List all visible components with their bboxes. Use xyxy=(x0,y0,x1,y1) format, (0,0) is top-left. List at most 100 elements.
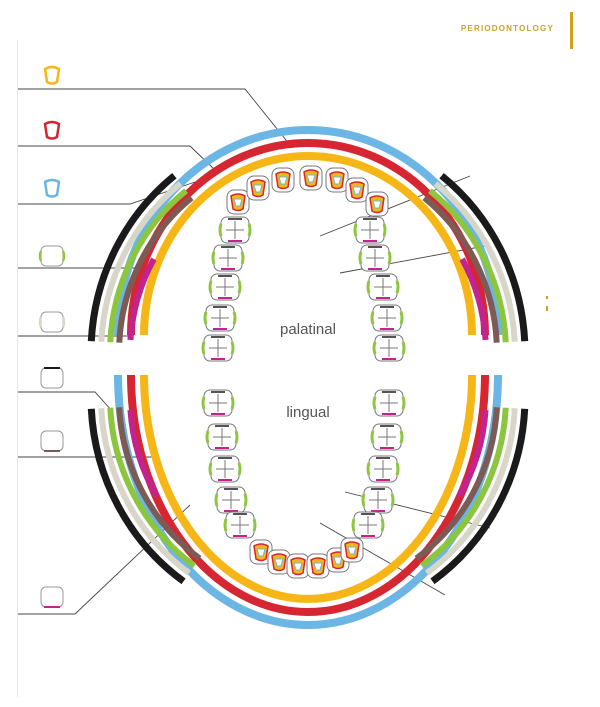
tooth-green-mark xyxy=(395,280,400,294)
upper-anterior-tooth xyxy=(325,167,349,193)
tooth-shape xyxy=(40,367,64,389)
lower-right-black-band xyxy=(430,408,529,585)
lower-right-brown-band xyxy=(414,407,500,561)
lower-right-molar xyxy=(361,486,395,514)
lower-right-magenta-band xyxy=(456,409,489,499)
tooth-core xyxy=(233,198,243,207)
lower-right-beige-band xyxy=(424,408,518,576)
leader-red xyxy=(18,145,216,171)
tooth-green-mark xyxy=(214,493,219,507)
upper-right-green-band xyxy=(428,188,509,343)
upper-anterior-tooth xyxy=(345,177,369,203)
legend-red-crown-icon xyxy=(43,120,61,140)
legend-blue-crown-icon xyxy=(43,178,61,198)
leader-right-upper-1 xyxy=(319,175,471,237)
tooth-green-mark xyxy=(208,280,213,294)
tooth-green-mark xyxy=(370,430,375,444)
lower-left-green-band xyxy=(107,407,197,569)
tooth-color-mark xyxy=(61,316,66,328)
upper-left-molar xyxy=(203,304,237,332)
tooth-green-mark xyxy=(230,396,235,410)
tooth-core xyxy=(253,184,263,193)
crown-shape xyxy=(43,120,61,140)
arch-bands xyxy=(87,126,529,629)
tooth-color-mark xyxy=(38,316,43,328)
upper-left-beige-band xyxy=(98,181,183,342)
lower-right-molar xyxy=(366,455,400,483)
upper-left-brown-band xyxy=(116,195,194,343)
tooth-green-mark xyxy=(237,462,242,476)
lower-left-beige-band xyxy=(98,408,192,576)
upper-left-green-band xyxy=(107,188,188,343)
upper-left-molar xyxy=(201,334,235,362)
tooth-green-mark xyxy=(247,223,252,237)
lower-left-molar xyxy=(214,486,248,514)
upper-right-black-band xyxy=(439,172,529,342)
tooth-green-mark xyxy=(232,311,237,325)
crown-shape xyxy=(43,178,61,198)
tooth-green-mark xyxy=(387,251,392,265)
leader-right-lower-2 xyxy=(319,522,446,596)
tooth-core xyxy=(347,546,357,555)
lingual-label: lingual xyxy=(286,404,329,421)
tooth-green-mark xyxy=(201,341,206,355)
tooth-green-mark xyxy=(380,518,385,532)
tooth-shape xyxy=(40,586,64,608)
lower-anterior-tooth xyxy=(249,539,273,565)
upper-anterior-tooth xyxy=(299,165,323,191)
tooth-green-mark xyxy=(237,280,242,294)
tooth-core xyxy=(333,556,343,565)
page-edge xyxy=(17,40,18,697)
tooth-green-mark xyxy=(395,462,400,476)
leader-yellow xyxy=(18,88,291,146)
upper-left-molar xyxy=(208,273,242,301)
upper-right-molar xyxy=(353,216,387,244)
tooth-green-mark xyxy=(208,462,213,476)
tooth-green-mark xyxy=(203,311,208,325)
lower-left-brown-band xyxy=(116,407,202,561)
upper-left-magenta-band xyxy=(127,257,157,341)
tooth-core xyxy=(352,186,362,195)
section-title: PERIODONTOLOGY xyxy=(460,24,554,33)
tooth-green-mark xyxy=(390,493,395,507)
lower-left-molar xyxy=(223,511,257,539)
upper-yellow-band xyxy=(140,152,476,336)
upper-right-molar xyxy=(370,304,404,332)
tooth-green-mark xyxy=(399,311,404,325)
tooth-green-mark xyxy=(230,341,235,355)
legend-black-tooth-icon xyxy=(40,367,64,389)
upper-right-molar xyxy=(366,273,400,301)
lower-left-molar xyxy=(205,423,239,451)
tooth-green-mark xyxy=(361,493,366,507)
margin-mark xyxy=(546,296,548,299)
tooth-green-mark xyxy=(223,518,228,532)
tooth-core xyxy=(372,200,382,209)
tooth-green-mark xyxy=(201,396,206,410)
tooth-core xyxy=(332,176,342,185)
tooth-green-mark xyxy=(211,251,216,265)
tooth-green-mark xyxy=(252,518,257,532)
legend-beige-tooth-icon xyxy=(38,311,66,333)
lower-left-magenta-band xyxy=(127,409,160,499)
tooth-green-mark xyxy=(353,223,358,237)
upper-anterior-tooth xyxy=(226,189,250,215)
lower-right-molar xyxy=(370,423,404,451)
tooth-core xyxy=(278,176,288,185)
tooth-green-mark xyxy=(366,280,371,294)
legend-icons xyxy=(38,65,66,608)
tooth-green-mark xyxy=(382,223,387,237)
upper-right-magenta-band xyxy=(459,257,489,341)
tooth-green-mark xyxy=(218,223,223,237)
tooth-green-mark xyxy=(366,462,371,476)
tooth-green-mark xyxy=(351,518,356,532)
upper-anterior-tooth xyxy=(271,167,295,193)
margin-mark xyxy=(546,306,548,311)
tooth-green-mark xyxy=(399,430,404,444)
tooth-green-mark xyxy=(234,430,239,444)
tooth-green-mark xyxy=(205,430,210,444)
tooth-green-mark xyxy=(243,493,248,507)
tooth-green-mark xyxy=(372,396,377,410)
tooth-green-mark xyxy=(370,311,375,325)
